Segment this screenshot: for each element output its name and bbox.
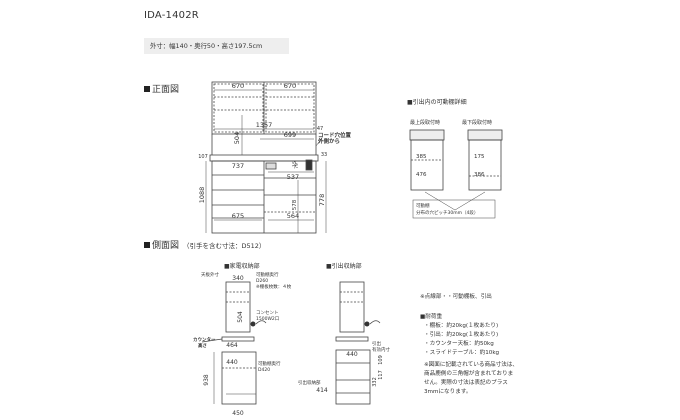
lower-shelf-note-1: 可動棚奥行 [258, 360, 281, 367]
side-view-heading: 側面図（引手を含む寸法：D512） [144, 238, 265, 251]
load-item: ・スライドテーブル：約10kg [424, 350, 500, 356]
upper-shelf-note-3: ※棚板枚数：４枚 [256, 283, 292, 290]
drawer-inner-note-1: 引出 [372, 340, 381, 347]
bottom-mount-label: 最下段取付時 [462, 119, 492, 126]
counter-note-1: カウンター [193, 336, 216, 343]
dim-33: 33 [321, 152, 327, 158]
cord-hole-label-2: 外側から [318, 137, 340, 145]
dim-504-side: 504 [237, 311, 244, 323]
drawer-inner-note-2: 有効内寸 [372, 346, 390, 353]
drawer-section-note: 引出収納部 [298, 379, 321, 386]
shelf-note-1: 可動棚 [416, 202, 430, 209]
dim-564: 564 [287, 212, 299, 220]
load-capacity-list: ・棚板：約20kg(１枚あたり) ・引出：約20kg(１枚あたり) ・カウンター… [424, 322, 499, 358]
disclaimer: ※図面に記載されている商品寸法は、 商品鹿側の三角帽が含まれておりま せん。実際… [424, 361, 518, 397]
dim-107: 107 [198, 154, 208, 160]
shelf-note-2: 分布の穴ピッチ30mm（4段） [416, 209, 478, 216]
dim-15: 15 [292, 161, 298, 167]
upper-shelf-note-1: 可動棚奥行 [256, 271, 279, 278]
dim-670-right: 670 [284, 82, 296, 90]
drawer-section-label: ■引出収納部 [326, 262, 362, 270]
disclaimer-line: せん。実際の寸法は表記のプラス [424, 380, 508, 386]
spec-box: 外寸：幅140・奥行50・高さ197.5cm [144, 38, 289, 54]
front-view-heading: 正面図 [144, 82, 179, 95]
dim-537: 537 [287, 173, 299, 181]
drawer-detail-heading: ■引出内の可動棚詳細 [407, 98, 467, 106]
dim-737: 737 [232, 162, 244, 170]
cord-hole-label: コード穴位置 [318, 131, 352, 139]
dim-464: 464 [226, 342, 238, 349]
dim-109: 109 [378, 355, 384, 365]
dim-79: 79 [294, 163, 300, 169]
dim-1088: 1088 [198, 187, 206, 204]
load-item: ・棚板：約20kg(１枚あたり) [424, 323, 499, 329]
load-capacity-heading: ■耐荷重 [420, 314, 443, 320]
dim-385: 385 [416, 154, 427, 160]
outlet-note-1: コンセント [256, 310, 279, 316]
dim-47: 47 [317, 126, 323, 132]
dim-332: 332 [372, 377, 378, 387]
dim-578: 578 [292, 199, 298, 210]
dim-175: 175 [474, 154, 485, 160]
dim-699: 699 [284, 131, 296, 139]
top-outer-note: 天板外寸 [201, 271, 219, 278]
lower-shelf-note-2: D420 [258, 367, 270, 373]
top-mount-label: 最上段取付時 [410, 119, 440, 126]
counter-note-2: 高さ [198, 342, 207, 349]
dim-476: 476 [416, 172, 427, 178]
disclaimer-line: 商品鹿側の三角帽が含まれておりま [424, 371, 514, 377]
dim-117: 117 [378, 370, 384, 380]
outlet-note-2: 1500W2口 [256, 316, 279, 322]
dim-938: 938 [203, 374, 210, 386]
square-bullet-icon [144, 242, 150, 248]
appliance-section-label: ■家電収納部 [224, 262, 260, 270]
dim-675: 675 [232, 212, 244, 220]
dotted-line-note: ※点線部・・可動棚板、引出 [420, 294, 492, 300]
dim-386: 386 [474, 172, 485, 178]
dim-504: 504 [233, 132, 241, 144]
dim-670-left: 670 [232, 82, 244, 90]
dim-778: 778 [318, 194, 326, 206]
dim-340: 340 [232, 275, 244, 282]
dim-440: 440 [226, 359, 238, 366]
load-item: ・引出：約20kg(１枚あたり) [424, 332, 499, 338]
dim-440-drawer: 440 [346, 351, 358, 358]
square-bullet-icon [144, 86, 150, 92]
load-item: ・カウンター天板：約50kg [424, 341, 494, 347]
model-title: IDA-1402R [144, 10, 199, 21]
disclaimer-line: ※図面に記載されている商品寸法は、 [424, 362, 519, 368]
disclaimer-line: 3mmになります。 [424, 389, 472, 395]
dim-1357: 1357 [256, 121, 273, 129]
dim-414: 414 [316, 387, 328, 394]
dim-450: 450 [232, 410, 244, 417]
upper-shelf-note-2: D260 [256, 278, 268, 284]
